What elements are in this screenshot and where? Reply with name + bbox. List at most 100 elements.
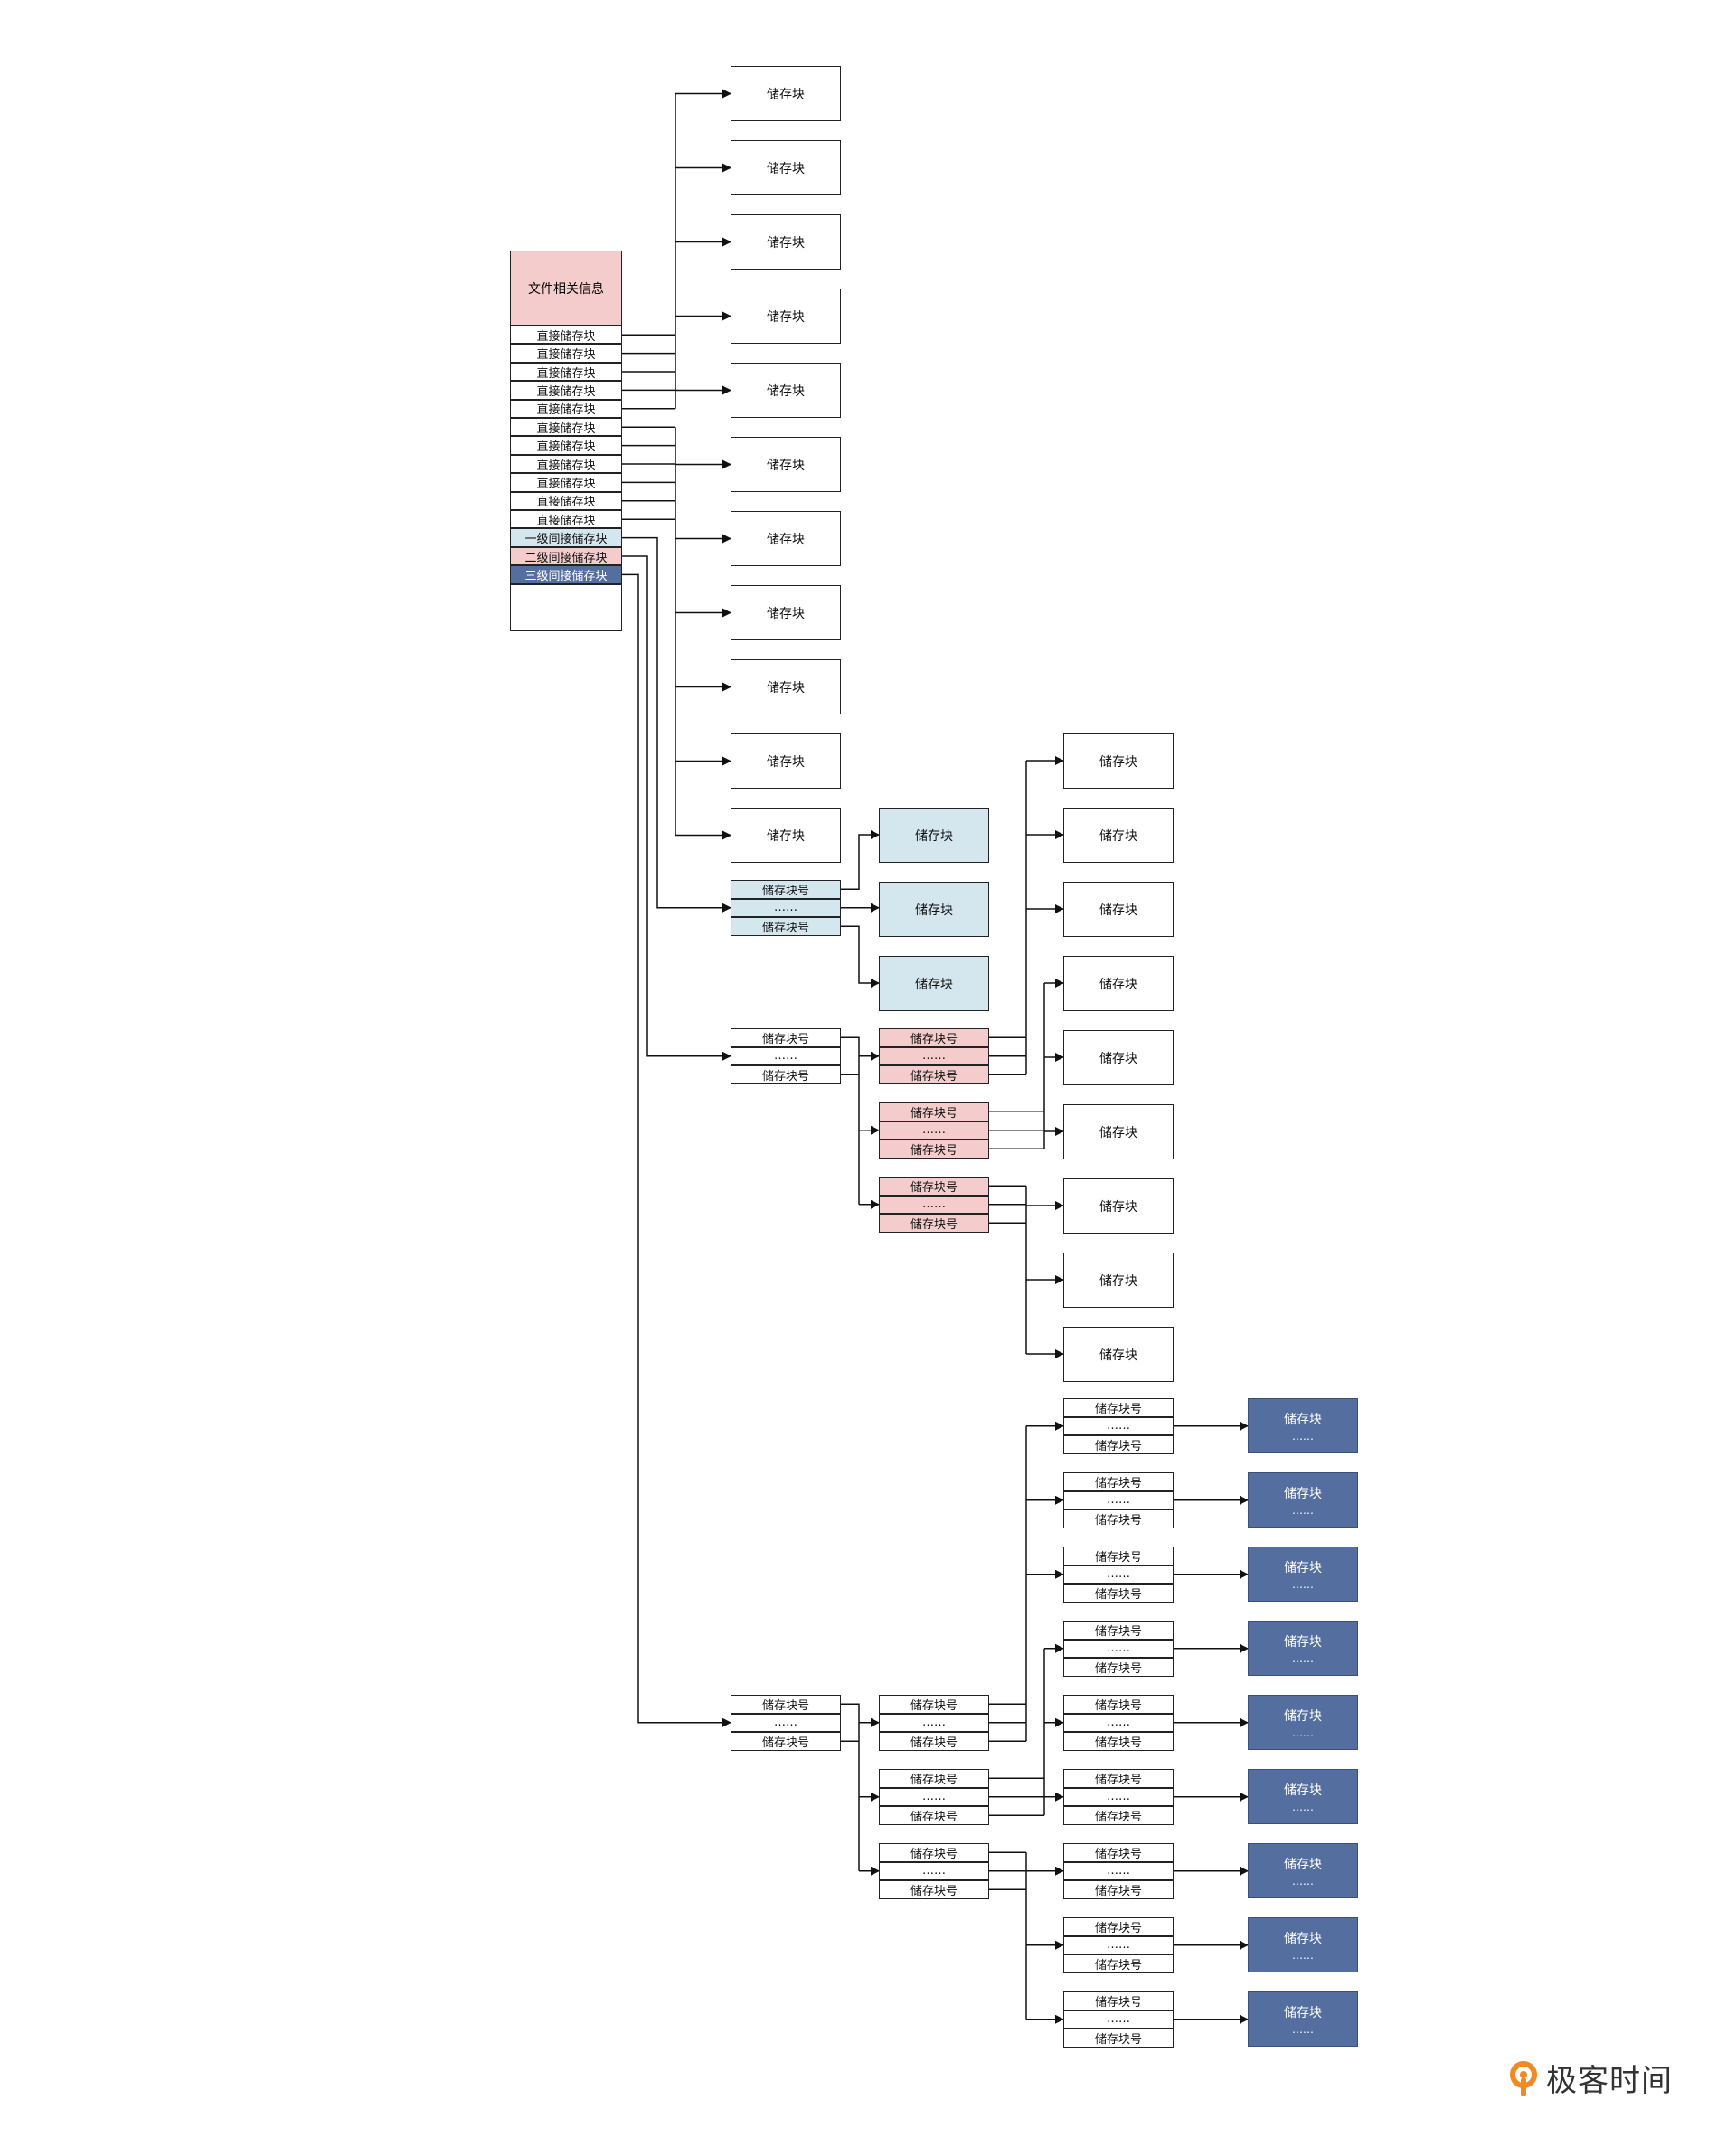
inode-direct-block-8: 直接储存块	[510, 454, 622, 474]
direct-data-block-7: 储存块	[731, 511, 841, 566]
direct-data-block-1: 储存块	[731, 66, 841, 121]
double-indirect-data-block-8: 储存块	[1063, 1253, 1174, 1308]
triple-indirect-data-block-3: 储存块……	[1248, 1547, 1358, 1602]
triple-indirect-level3-table-8-row-last: 储存块号	[1063, 1954, 1174, 1973]
double-indirect-level2-table-1-row-ellipsis: ……	[879, 1046, 989, 1065]
triple-indirect-table-row-last: 储存块号	[731, 1732, 841, 1751]
direct-data-block-3: 储存块	[731, 214, 841, 270]
direct-data-block-10: 储存块	[731, 733, 841, 789]
triple-indirect-level3-table-4-row-last: 储存块号	[1063, 1658, 1174, 1677]
single-indirect-table-row-ellipsis: ……	[731, 898, 841, 917]
direct-data-block-2: 储存块	[731, 140, 841, 195]
triple-indirect-level3-table-6-row-ellipsis: ……	[1063, 1787, 1174, 1806]
double-indirect-level2-table-3-row-last: 储存块号	[879, 1214, 989, 1233]
single-indirect-data-block-3: 储存块	[879, 956, 989, 1011]
triple-indirect-data-block-9: 储存块 ……	[1248, 1991, 1358, 2047]
single-indirect-data-block-2: 储存块	[879, 882, 989, 937]
triple-indirect-level2-table-3-row-first: 储存块号	[879, 1843, 989, 1862]
triple-indirect-data-block-4: 储存块……	[1248, 1621, 1358, 1676]
double-indirect-data-block-9: 储存块	[1063, 1327, 1174, 1382]
connector-line	[841, 1036, 860, 1205]
triple-indirect-level3-table-4-row-ellipsis: ……	[1063, 1639, 1174, 1658]
geektime-logo-text: 极客时间	[1546, 2063, 1673, 2099]
triple-indirect-level3-table-8-row-first: 储存块号	[1063, 1917, 1174, 1936]
block-ellipsis: ……	[1292, 1726, 1314, 1739]
triple-indirect-level3-table-5-row-last: 储存块号	[1063, 1732, 1174, 1751]
triple-indirect-level3-table-2-row-ellipsis: ……	[1063, 1490, 1174, 1509]
direct-data-block-4: 储存块	[731, 289, 841, 344]
single-indirect-data-block-1: 储存块	[879, 808, 989, 863]
connector-arrow	[622, 536, 731, 913]
double-indirect-data-block-7: 储存块	[1063, 1178, 1174, 1234]
double-indirect-data-block-2: 储存块	[1063, 808, 1174, 863]
double-indirect-level2-table-2-row-first: 储存块号	[879, 1102, 989, 1121]
direct-data-block-8: 储存块	[731, 585, 841, 640]
inode-direct-block-6: 直接储存块	[510, 418, 622, 437]
double-indirect-data-block-6: 储存块	[1063, 1104, 1174, 1159]
block-ellipsis: ……	[1292, 1874, 1314, 1887]
connector-arrow	[622, 573, 731, 1727]
double-indirect-table-row-ellipsis: ……	[731, 1046, 841, 1065]
triple-indirect-level3-table-7-row-last: 储存块号	[1063, 1880, 1174, 1899]
triple-indirect-level3-table-9-row-last: 储存块号	[1063, 2029, 1174, 2048]
block-ellipsis: ……	[1292, 1651, 1314, 1665]
inode-footer-cell	[510, 583, 622, 631]
triple-indirect-level3-table-2-row-first: 储存块号	[1063, 1472, 1174, 1491]
block-label: 储存块	[1284, 1560, 1322, 1575]
double-indirect-level2-table-3-row-first: 储存块号	[879, 1177, 989, 1196]
triple-indirect-level3-table-6-row-first: 储存块号	[1063, 1769, 1174, 1788]
triple-indirect-level2-table-3-row-last: 储存块号	[879, 1880, 989, 1899]
block-label: 储存块	[1284, 1486, 1322, 1501]
block-ellipsis: ……	[1292, 1503, 1314, 1517]
triple-indirect-level2-table-2-row-ellipsis: ……	[879, 1787, 989, 1806]
inode-double-indirect: 二级间接储存块	[510, 546, 622, 566]
direct-data-block-6: 储存块	[731, 437, 841, 492]
triple-indirect-level3-table-8-row-ellipsis: ……	[1063, 1935, 1174, 1954]
connector-arrow	[841, 830, 880, 890]
block-label: 储存块	[1284, 1412, 1322, 1427]
inode-direct-block-1: 直接储存块	[510, 326, 622, 345]
double-indirect-table-row-first: 储存块号	[731, 1028, 841, 1047]
triple-indirect-table-row-first: 储存块号	[731, 1695, 841, 1714]
single-indirect-table-row-last: 储存块号	[731, 917, 841, 936]
block-ellipsis: ……	[1292, 1948, 1314, 1962]
double-indirect-data-block-4: 储存块	[1063, 956, 1174, 1011]
triple-indirect-level2-table-3-row-ellipsis: ……	[879, 1861, 989, 1880]
triple-indirect-data-block-7: 储存块……	[1248, 1843, 1358, 1898]
triple-indirect-level3-table-6-row-last: 储存块号	[1063, 1806, 1174, 1825]
block-ellipsis: ……	[1292, 2022, 1314, 2036]
triple-indirect-level3-table-9-row-ellipsis: ……	[1063, 2010, 1174, 2029]
inode-single-indirect: 一级间接储存块	[510, 528, 622, 547]
triple-indirect-level3-table-1-row-first: 储存块号	[1063, 1398, 1174, 1417]
triple-indirect-level3-table-5-row-first: 储存块号	[1063, 1695, 1174, 1714]
inode-direct-block-7: 直接储存块	[510, 436, 622, 455]
block-ellipsis: ……	[1292, 1429, 1314, 1443]
inode-direct-block-4: 直接储存块	[510, 381, 622, 400]
double-indirect-data-block-5: 储存块	[1063, 1030, 1174, 1085]
block-label: 储存块	[1284, 1931, 1322, 1946]
triple-indirect-data-block-1: 储存块 ……	[1248, 1398, 1358, 1453]
block-ellipsis: ……	[1292, 1800, 1314, 1813]
geektime-logo-icon	[1510, 2060, 1537, 2096]
triple-indirect-data-block-5: 储存块 ……	[1248, 1695, 1358, 1750]
block-label: 储存块	[1284, 2005, 1322, 2020]
triple-indirect-level2-table-1-row-ellipsis: ……	[879, 1713, 989, 1732]
inode-direct-block-5: 直接储存块	[510, 399, 622, 418]
triple-indirect-level2-table-2-row-first: 储存块号	[879, 1769, 989, 1788]
triple-indirect-level3-table-1-row-ellipsis: ……	[1063, 1416, 1174, 1435]
double-indirect-data-block-1: 储存块	[1063, 733, 1174, 789]
inode-direct-block-10: 直接储存块	[510, 491, 622, 510]
block-label: 储存块	[1284, 1708, 1322, 1724]
triple-indirect-data-block-6: 储存块……	[1248, 1769, 1358, 1824]
triple-indirect-level2-table-1-row-first: 储存块号	[879, 1695, 989, 1714]
double-indirect-level2-table-2-row-last: 储存块号	[879, 1140, 989, 1159]
triple-indirect-level3-table-5-row-ellipsis: ……	[1063, 1713, 1174, 1732]
triple-indirect-level3-table-9-row-first: 储存块号	[1063, 1991, 1174, 2010]
double-indirect-level2-table-1-row-first: 储存块号	[879, 1028, 989, 1047]
triple-indirect-level3-table-3-row-first: 储存块号	[1063, 1547, 1174, 1566]
triple-indirect-level3-table-7-row-ellipsis: ……	[1063, 1861, 1174, 1880]
triple-indirect-level3-table-1-row-last: 储存块号	[1063, 1435, 1174, 1454]
connector-arrow	[841, 925, 880, 988]
double-indirect-level2-table-3-row-ellipsis: ……	[879, 1195, 989, 1214]
